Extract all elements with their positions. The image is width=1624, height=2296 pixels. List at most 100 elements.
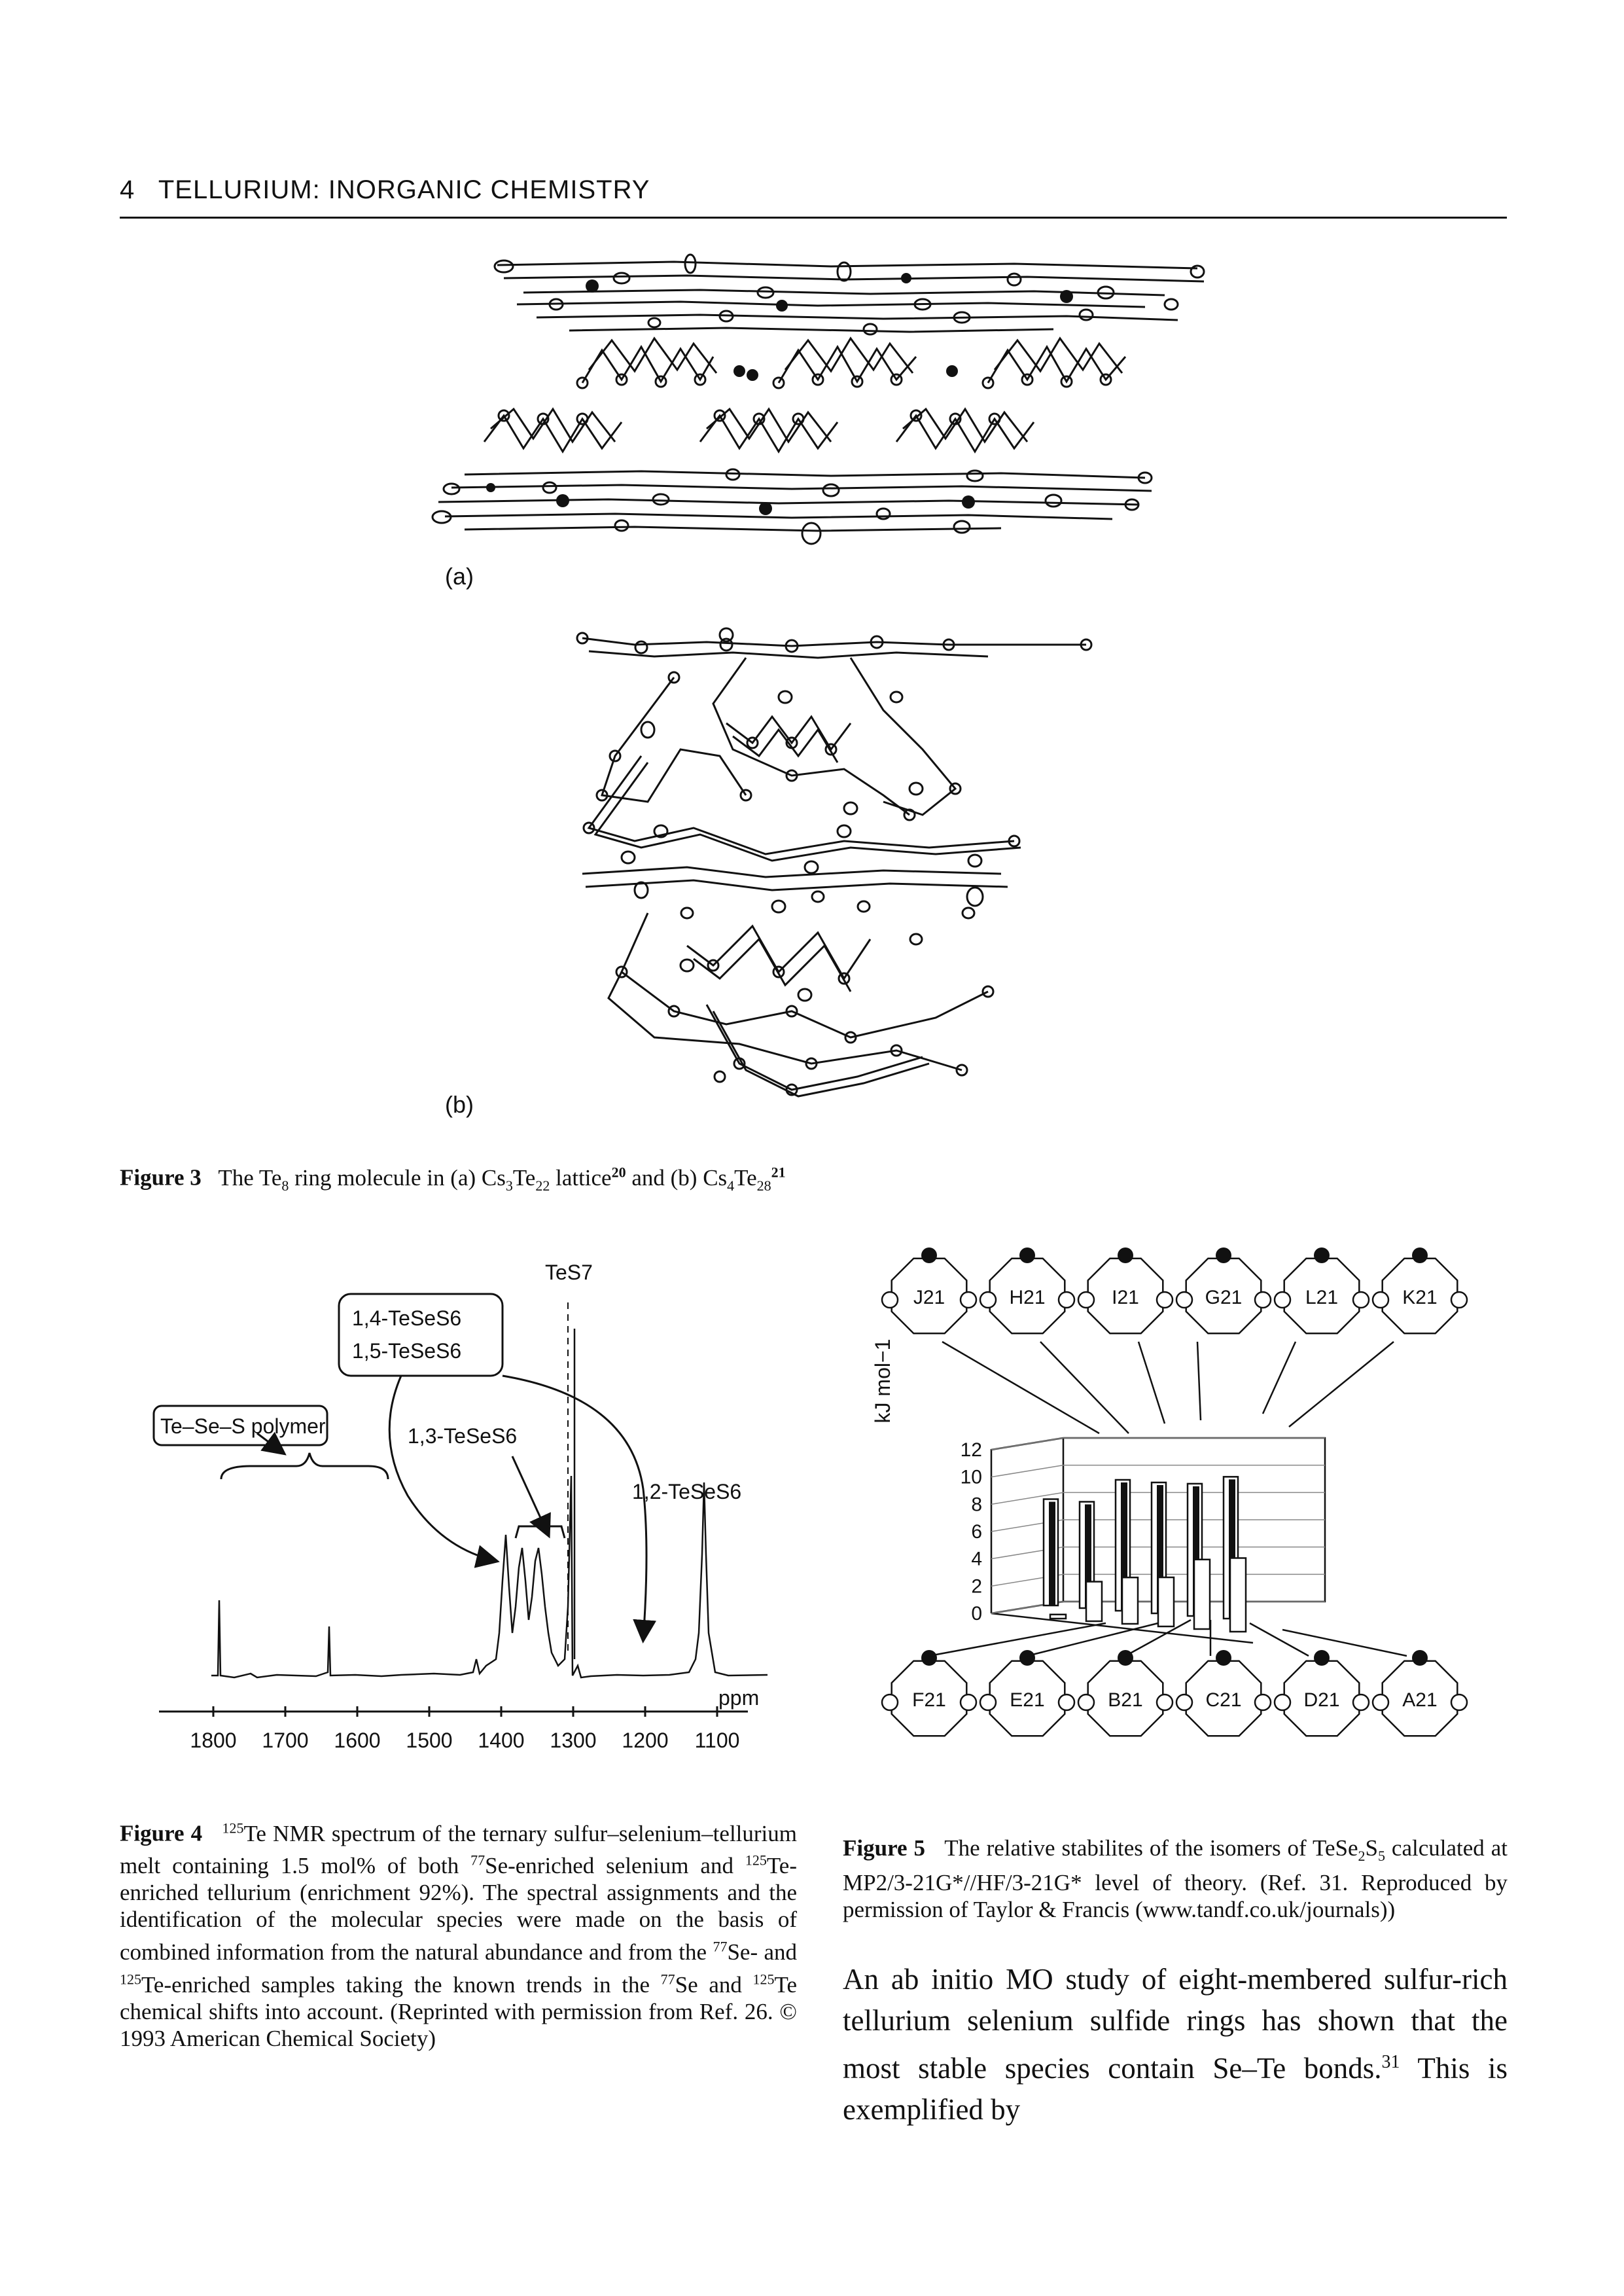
isomer-ring-f21-label: F21: [912, 1689, 946, 1711]
bar-front-5: [1229, 1557, 1247, 1633]
pointer-bottom-5: [1282, 1628, 1407, 1657]
figure3-crystal-structures: (a) (b): [431, 253, 1205, 1118]
figure3-caption: Figure 3 The Te8 ring molecule in (a) Cs…: [120, 1158, 1297, 1199]
figure3a-te8-rings-lower: [483, 407, 1035, 454]
pointer-top-1: [1040, 1341, 1129, 1434]
bar-back-shade-2: [1121, 1482, 1127, 1611]
pointer-top-4: [1262, 1341, 1297, 1414]
page-number: 4: [120, 175, 135, 204]
pointer-top-3: [1196, 1341, 1202, 1421]
pointer-bottom-4: [1249, 1622, 1309, 1657]
isomer-ring-j21-label: J21: [913, 1287, 945, 1308]
isomer-ring-h21: H21: [979, 1247, 1076, 1335]
figure3-caption-text: The Te8 ring molecule in (a) Cs3Te22 lat…: [218, 1164, 786, 1194]
figure5-isomer-chart: J21 H21 I21 G21 L21 K21 F21 E21 B21 C21 D21 A21 kJ…: [871, 1247, 1468, 1737]
isomer-ring-g21: G21: [1175, 1247, 1272, 1335]
isomer-ring-l21: L21: [1273, 1247, 1370, 1335]
isomer-14-label: 1,4-TeSeS6: [352, 1306, 461, 1330]
isomer-ring-k21: K21: [1371, 1247, 1468, 1335]
y-tick-labels: 12 10 8 6 4 2 0: [961, 1439, 982, 1624]
y-tick-12: 12: [961, 1439, 982, 1461]
y-tick-4: 4: [971, 1549, 982, 1570]
bar-front-2: [1121, 1576, 1139, 1625]
figure5-ylabel: kJ mol−1: [871, 1339, 894, 1424]
isomer-ring-d21-label: D21: [1303, 1689, 1339, 1711]
y-tick-8: 8: [971, 1494, 982, 1515]
tick-1300: 1300: [550, 1729, 596, 1752]
isomer-13-label: 1,3-TeSeS6: [408, 1424, 517, 1448]
pointer-top-0: [942, 1340, 1100, 1435]
pointer-lines: [928, 1340, 1407, 1657]
y-tick-0: 0: [971, 1603, 982, 1624]
isomer-ring-i21: I21: [1077, 1247, 1174, 1335]
nmr-trace: [211, 1475, 768, 1679]
figure3a-lower-chains: [431, 468, 1153, 545]
isomer-ring-i21-label: I21: [1112, 1287, 1139, 1308]
isomer-ring-a21: A21: [1371, 1650, 1468, 1737]
isomer-ring-h21-label: H21: [1009, 1287, 1045, 1308]
tes7-label: TeS7: [545, 1261, 593, 1284]
pointer-bottom-1: [1027, 1622, 1159, 1657]
figure4-caption-text: 125Te NMR spectrum of the ternary sulfur…: [120, 1820, 797, 2051]
y-tick-2: 2: [971, 1575, 982, 1597]
running-title: TELLURIUM: INORGANIC CHEMISTRY: [158, 175, 650, 204]
bar-front-1: [1085, 1581, 1103, 1623]
bottom-isomer-rings: F21 E21 B21 C21 D21 A21: [881, 1650, 1468, 1737]
pointer-top-2: [1137, 1341, 1166, 1424]
isomer-ring-e21: E21: [979, 1650, 1076, 1737]
header-rule: [120, 217, 1507, 219]
isomer-ring-g21-label: G21: [1205, 1287, 1243, 1308]
polymer-brace: [220, 1452, 389, 1480]
polymer-label: Te–Se–S polymer: [160, 1414, 326, 1438]
figure3-panel-a-label: (a): [445, 563, 474, 590]
top-isomer-rings: J21 H21 I21 G21 L21 K21: [881, 1247, 1468, 1335]
isomer-ring-f21: F21: [881, 1650, 978, 1737]
isomer-15-label: 1,5-TeSeS6: [352, 1339, 461, 1363]
y-tick-6: 6: [971, 1521, 982, 1543]
bar-front-4: [1193, 1558, 1211, 1630]
pointer-bottom-0: [928, 1622, 1106, 1657]
isomer-ring-b21: B21: [1077, 1650, 1174, 1737]
arrow-13: [511, 1456, 551, 1539]
figure4-nmr-spectrum: 1800 1700 1600 1500 1400 1300 1200 1100 …: [152, 1261, 768, 1752]
tick-1200: 1200: [622, 1729, 668, 1752]
isomer-ring-d21: D21: [1273, 1650, 1370, 1737]
isomer-ring-c21-label: C21: [1205, 1689, 1241, 1711]
polymer-box: [152, 1405, 328, 1446]
tick-1600: 1600: [334, 1729, 380, 1752]
chart-bars: [1042, 1476, 1247, 1633]
figure4-caption-label: Figure 4: [120, 1820, 203, 1846]
figure3a-upper-chains: [493, 253, 1205, 336]
tick-1800: 1800: [190, 1729, 236, 1752]
bar-back-shade-5: [1229, 1479, 1235, 1619]
isomer-ring-j21: J21: [881, 1247, 978, 1335]
bar-back-shade-1: [1085, 1504, 1091, 1608]
figure3-panel-b-label: (b): [445, 1091, 474, 1118]
arrow-tes7: [502, 1374, 657, 1643]
bar-front-0: [1049, 1613, 1067, 1620]
figure4-caption: Figure 4 125Te NMR spectrum of the terna…: [120, 1814, 797, 2052]
y-tick-10: 10: [961, 1467, 982, 1488]
bar-back-shade-0: [1049, 1501, 1055, 1605]
isomer-ring-b21-label: B21: [1108, 1689, 1142, 1711]
isomer-ring-e21-label: E21: [1010, 1689, 1044, 1711]
pointer-bottom-2: [1125, 1619, 1192, 1657]
figure3b-structure: [576, 627, 1093, 1098]
isomer-ring-a21-label: A21: [1402, 1689, 1437, 1711]
running-header: 4 TELLURIUM: INORGANIC CHEMISTRY: [120, 175, 650, 205]
isomer-ring-k21-label: K21: [1402, 1287, 1437, 1308]
bar-back-shade-4: [1193, 1486, 1199, 1616]
figure5-caption: Figure 5 The relative stabilites of the …: [843, 1835, 1508, 1923]
arrow-14-15: [388, 1375, 500, 1568]
tick-1700: 1700: [262, 1729, 308, 1752]
figure5-caption-label: Figure 5: [843, 1835, 925, 1861]
isomer-ring-l21-label: L21: [1305, 1287, 1338, 1308]
body-paragraph: An ab initio MO study of eight-membered …: [843, 1963, 1508, 2126]
figure3-caption-label: Figure 3: [120, 1164, 202, 1191]
bracket-13: [514, 1525, 566, 1539]
bar-front-3: [1157, 1576, 1175, 1628]
isomer-box-14-15: [338, 1293, 504, 1377]
tick-1400: 1400: [478, 1729, 524, 1752]
tick-1500: 1500: [406, 1729, 452, 1752]
ppm-label: ppm: [718, 1686, 759, 1710]
